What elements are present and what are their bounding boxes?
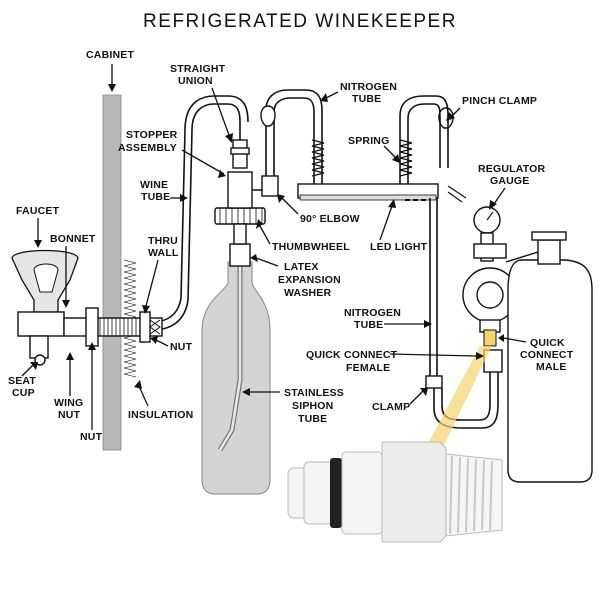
svg-text:EXPANSION: EXPANSION bbox=[278, 274, 341, 286]
label-nut-bottom: NUT bbox=[80, 342, 103, 443]
label-regulator-gauge: REGULATOR GAUGE bbox=[478, 163, 546, 210]
svg-text:BONNET: BONNET bbox=[50, 233, 96, 245]
label-cabinet: CABINET bbox=[86, 49, 134, 92]
svg-text:PINCH CLAMP: PINCH CLAMP bbox=[462, 95, 537, 107]
svg-text:ASSEMBLY: ASSEMBLY bbox=[118, 142, 177, 154]
nitrogen-u-loop bbox=[433, 370, 499, 429]
label-quick-connect-female: QUICK CONNECT FEMALE bbox=[306, 349, 484, 374]
label-led-light: LED LIGHT bbox=[370, 199, 428, 253]
svg-text:STRAIGHT: STRAIGHT bbox=[170, 63, 226, 75]
label-spring: SPRING bbox=[348, 135, 400, 163]
cabinet-wall bbox=[102, 94, 122, 451]
svg-text:CLAMP: CLAMP bbox=[372, 401, 410, 413]
nitrogen-tube-loop bbox=[399, 95, 449, 190]
spring-right bbox=[399, 139, 413, 177]
svg-text:SPRING: SPRING bbox=[348, 135, 389, 147]
nitrogen-tank bbox=[507, 259, 593, 483]
label-wing-nut: WING NUT bbox=[54, 352, 83, 421]
nitrogen-tube-top bbox=[252, 89, 323, 191]
svg-text:MALE: MALE bbox=[536, 361, 567, 373]
svg-text:NITROGEN: NITROGEN bbox=[340, 81, 397, 93]
label-stainless-siphon: STAINLESS SIPHON TUBE bbox=[242, 387, 344, 425]
svg-text:TUBE: TUBE bbox=[352, 93, 381, 105]
svg-text:INSULATION: INSULATION bbox=[128, 409, 193, 421]
label-stopper-assembly: STOPPER ASSEMBLY bbox=[118, 129, 226, 178]
label-faucet: FAUCET bbox=[16, 205, 60, 248]
label-wine-tube: WINE TUBE bbox=[140, 179, 188, 203]
svg-text:WINE: WINE bbox=[140, 179, 168, 191]
svg-text:NUT: NUT bbox=[58, 409, 81, 421]
svg-text:THUMBWHEEL: THUMBWHEEL bbox=[272, 241, 350, 253]
nitrogen-tube-down bbox=[429, 198, 438, 380]
label-thumbwheel: THUMBWHEEL bbox=[256, 219, 350, 253]
svg-text:WING: WING bbox=[54, 397, 83, 409]
wine-bottle bbox=[201, 261, 271, 495]
label-seat-cup: SEAT CUP bbox=[8, 362, 38, 399]
svg-text:CABINET: CABINET bbox=[86, 49, 134, 61]
svg-text:LATEX: LATEX bbox=[284, 261, 319, 273]
label-nut-right: NUT bbox=[150, 336, 193, 353]
svg-text:TUBE: TUBE bbox=[141, 191, 170, 203]
svg-text:QUICK CONNECT: QUICK CONNECT bbox=[306, 349, 398, 361]
svg-text:FAUCET: FAUCET bbox=[16, 205, 60, 217]
stopper-assembly bbox=[227, 171, 253, 209]
label-nitrogen-tube-top: NITROGEN TUBE bbox=[320, 81, 397, 105]
nut-part bbox=[139, 311, 151, 343]
label-latex-washer: LATEX EXPANSION WASHER bbox=[250, 254, 341, 299]
stopper-stem bbox=[233, 223, 247, 245]
svg-text:90° ELBOW: 90° ELBOW bbox=[300, 213, 360, 225]
svg-text:FEMALE: FEMALE bbox=[346, 362, 390, 374]
wing-nut-part bbox=[85, 307, 99, 347]
elbow-fitting bbox=[261, 175, 279, 197]
svg-text:NUT: NUT bbox=[80, 431, 103, 443]
latex-washer bbox=[229, 243, 251, 267]
wine-tube bbox=[151, 103, 241, 331]
svg-text:WALL: WALL bbox=[148, 247, 179, 259]
svg-text:UNION: UNION bbox=[178, 75, 213, 87]
svg-text:CUP: CUP bbox=[12, 387, 35, 399]
svg-text:WASHER: WASHER bbox=[284, 287, 332, 299]
label-clamp: CLAMP bbox=[372, 388, 428, 413]
quick-connect-male-part bbox=[483, 329, 497, 347]
svg-text:STOPPER: STOPPER bbox=[126, 129, 178, 141]
label-nitrogen-tube-mid: NITROGEN TUBE bbox=[344, 307, 432, 331]
label-elbow: 90° ELBOW bbox=[277, 194, 360, 225]
pinch-clamp-left bbox=[260, 105, 276, 127]
label-insulation: INSULATION bbox=[128, 380, 193, 421]
label-thru-wall: THRU WALL bbox=[142, 235, 179, 314]
svg-text:NITROGEN: NITROGEN bbox=[344, 307, 401, 319]
tank-valve bbox=[537, 239, 561, 265]
quick-connect-zoom bbox=[287, 441, 503, 543]
zoom-beam bbox=[414, 346, 492, 470]
svg-text:NUT: NUT bbox=[170, 341, 193, 353]
label-pinch-clamp: PINCH CLAMP bbox=[446, 95, 537, 121]
svg-text:SEAT: SEAT bbox=[8, 375, 36, 387]
svg-text:CONNECT: CONNECT bbox=[520, 349, 574, 361]
svg-text:QUICK: QUICK bbox=[530, 337, 565, 349]
clamp-part bbox=[425, 375, 443, 389]
svg-text:THRU: THRU bbox=[148, 235, 178, 247]
diagram-title: REFRIGERATED WINEKEEPER bbox=[143, 11, 457, 32]
label-straight-union: STRAIGHT UNION bbox=[170, 63, 233, 143]
spring-left bbox=[311, 139, 325, 177]
label-quick-connect-male: QUICK CONNECT MALE bbox=[498, 334, 574, 373]
svg-text:TUBE: TUBE bbox=[298, 413, 327, 425]
faucet-body bbox=[17, 311, 65, 337]
svg-text:REGULATOR: REGULATOR bbox=[478, 163, 546, 175]
svg-text:GAUGE: GAUGE bbox=[490, 175, 530, 187]
svg-text:STAINLESS: STAINLESS bbox=[284, 387, 344, 399]
svg-text:LED LIGHT: LED LIGHT bbox=[370, 241, 428, 253]
svg-text:TUBE: TUBE bbox=[354, 319, 383, 331]
label-bonnet: BONNET bbox=[50, 233, 96, 308]
svg-text:SIPHON: SIPHON bbox=[292, 400, 333, 412]
